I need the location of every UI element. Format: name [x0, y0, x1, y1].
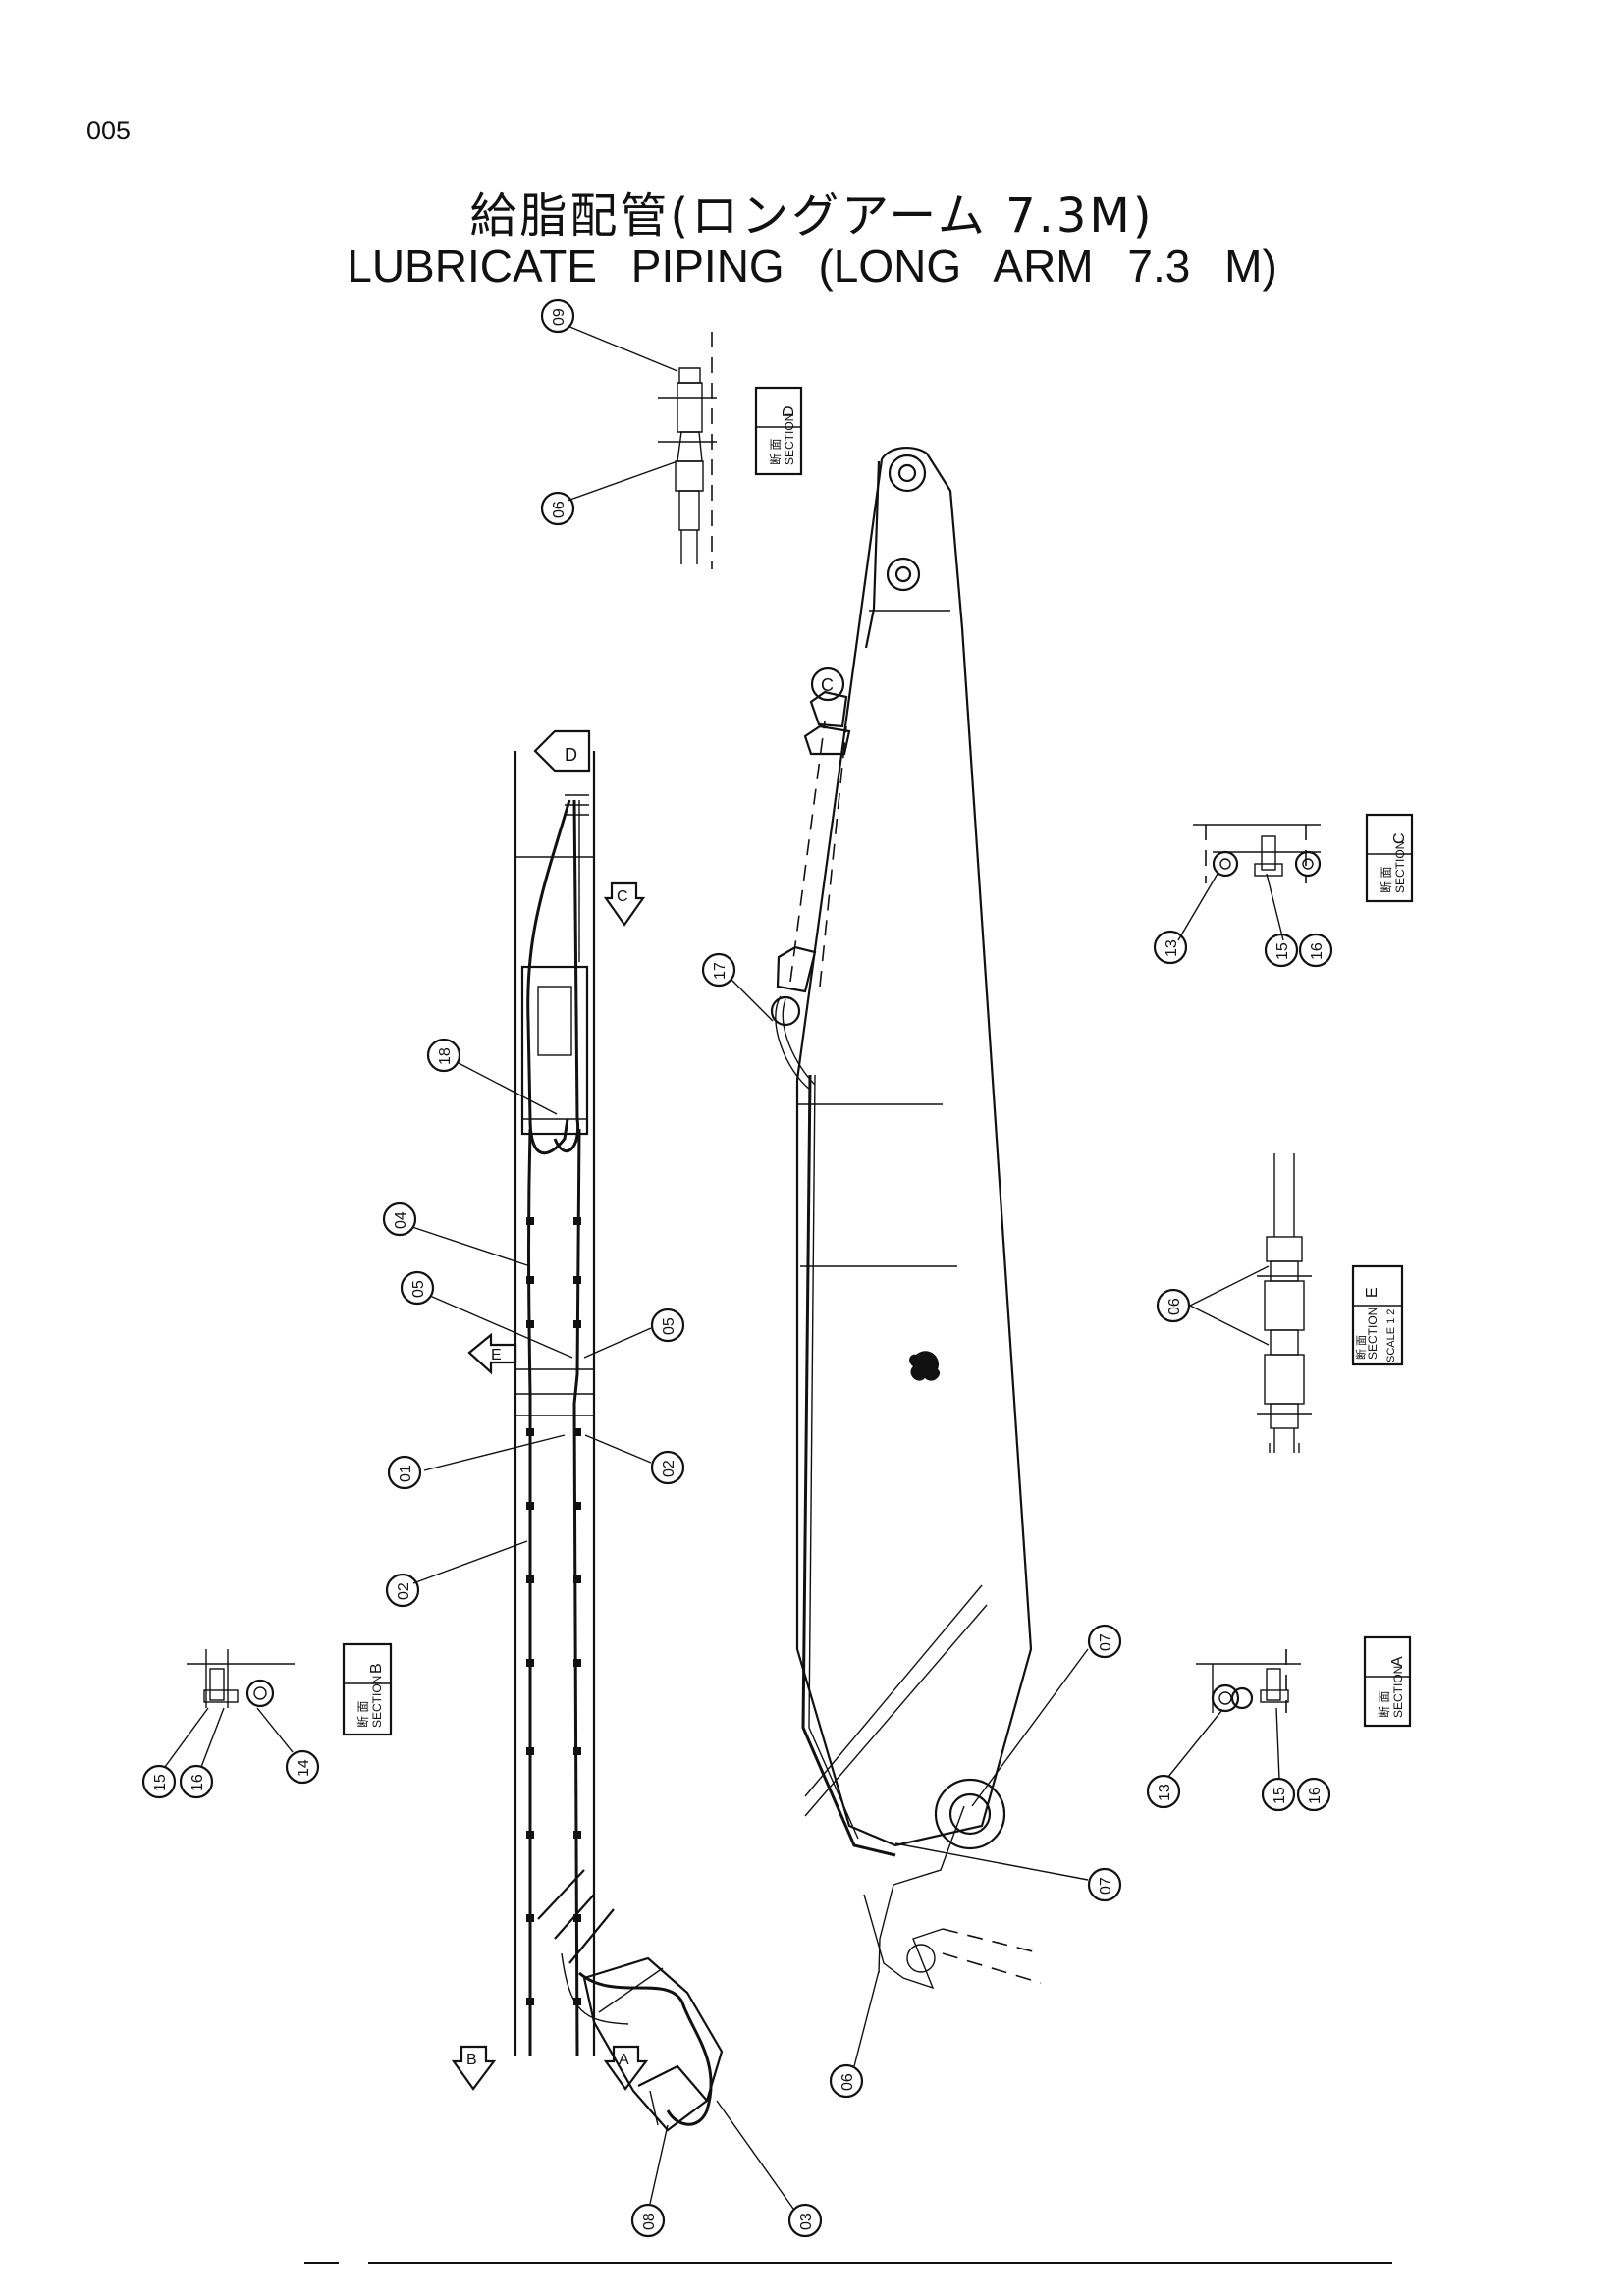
callout-01: 01: [387, 1455, 422, 1490]
arrow-d: D: [533, 729, 591, 773]
callout-label: 15: [1272, 1787, 1288, 1804]
callout-label: 06: [839, 2073, 856, 2091]
callout-label: 13: [1164, 939, 1180, 957]
callout-07-upper: 07: [1087, 1624, 1122, 1659]
callout-label: 02: [661, 1460, 677, 1477]
section-d-en: SECTION: [783, 413, 796, 465]
callout-label: 16: [189, 1774, 206, 1791]
section-b-jp: 断 面: [355, 1701, 370, 1728]
view-c-marker: C: [810, 667, 845, 702]
piping-plan-view: [514, 751, 596, 2057]
callout-15-c: 15: [1264, 933, 1299, 968]
section-a-letter: A: [1389, 1656, 1406, 1667]
arrow-d-label: D: [565, 745, 577, 765]
callout-16-c: 16: [1298, 933, 1333, 968]
section-b-letter: B: [368, 1663, 385, 1674]
section-a-en: SECTION: [1391, 1666, 1405, 1718]
callout-label: 03: [798, 2213, 815, 2230]
title-english: LUBRICATE PIPING (LONG ARM 7.3 M): [347, 240, 1277, 292]
arrow-e: E: [467, 1332, 517, 1375]
callout-06-arm: 06: [829, 2063, 864, 2099]
page-number: 005: [86, 116, 132, 145]
section-d-detail: SECTION 断 面 D: [658, 332, 803, 569]
callout-label: 08: [641, 2213, 658, 2230]
callout-label: 15: [1274, 942, 1291, 960]
callout-label: 07: [1098, 1877, 1114, 1895]
callout-label: 14: [296, 1759, 312, 1777]
callout-label: 09: [551, 308, 568, 326]
callout-label: 16: [1307, 1787, 1324, 1804]
view-c-label: C: [821, 675, 834, 695]
arm-side-view: [770, 446, 1042, 1990]
section-b-en: SECTION: [370, 1676, 384, 1728]
callout-14-b: 14: [285, 1749, 320, 1785]
arrow-c: C: [603, 881, 646, 927]
section-e-detail: SECTION 断 面 E SCALE 1 2: [1257, 1153, 1404, 1453]
callout-leaders: [164, 325, 1284, 2210]
callout-18: 18: [426, 1038, 461, 1073]
callout-label: 05: [410, 1280, 427, 1298]
callout-label: 16: [1309, 942, 1326, 960]
title-japanese: 給脂配管(ロングアーム 7.3M): [469, 188, 1155, 243]
arrow-c-label: C: [617, 888, 628, 905]
callout-15-a: 15: [1261, 1777, 1296, 1812]
callout-16-b: 16: [179, 1764, 214, 1799]
callout-label: 02: [396, 1582, 412, 1600]
section-d-jp: 断 面: [768, 439, 783, 465]
section-c-detail: SECTION 断 面 C: [1193, 813, 1414, 903]
section-e-letter: E: [1364, 1287, 1380, 1298]
callout-05-left: 05: [400, 1270, 435, 1306]
arrow-e-label: E: [491, 1347, 502, 1363]
callout-label: 05: [661, 1317, 677, 1335]
section-e-scale: SCALE 1 2: [1385, 1309, 1397, 1362]
callout-label: 06: [1166, 1298, 1183, 1315]
callout-label: 04: [393, 1211, 409, 1229]
arrow-a: A: [603, 2045, 649, 2091]
callout-label: 18: [437, 1047, 454, 1065]
callout-08: 08: [630, 2203, 666, 2238]
callout-15-b: 15: [141, 1764, 177, 1799]
callout-17: 17: [701, 952, 736, 988]
section-a-jp: 断 面: [1377, 1691, 1391, 1718]
callout-13-a: 13: [1146, 1774, 1181, 1809]
section-b-detail: SECTION 断 面 B: [187, 1642, 393, 1736]
arrow-a-label: A: [619, 2052, 629, 2068]
callout-04: 04: [382, 1201, 417, 1237]
section-c-jp: 断 面: [1379, 867, 1393, 893]
section-e-en: SECTION: [1366, 1308, 1380, 1360]
section-c-letter: C: [1391, 832, 1408, 844]
section-a-detail: SECTION 断 面 A: [1196, 1635, 1412, 1728]
arrow-b: B: [451, 2045, 497, 2091]
bucket-detail: [537, 1869, 724, 2132]
callout-label: 01: [398, 1465, 414, 1482]
callout-label: 15: [152, 1774, 169, 1791]
callout-label: 17: [712, 962, 729, 980]
callout-13-c: 13: [1153, 930, 1188, 965]
callout-06-e: 06: [1156, 1288, 1191, 1323]
callout-03: 03: [787, 2203, 823, 2238]
callout-07-lower: 07: [1087, 1867, 1122, 1902]
callout-06-d: 06: [540, 491, 575, 526]
arrow-b-label: B: [466, 2052, 477, 2068]
section-e-jp: 断 面: [1354, 1335, 1368, 1360]
callout-label: 13: [1157, 1784, 1173, 1801]
callout-02-left: 02: [385, 1573, 420, 1608]
callout-label: 07: [1098, 1633, 1114, 1651]
callout-02-right: 02: [650, 1450, 685, 1485]
section-d-letter: D: [781, 405, 797, 417]
callout-16-a: 16: [1296, 1777, 1331, 1812]
callout-09: 09: [540, 298, 575, 334]
callout-05-right: 05: [650, 1308, 685, 1343]
section-c-en: SECTION: [1393, 841, 1407, 893]
callout-label: 06: [551, 501, 568, 518]
